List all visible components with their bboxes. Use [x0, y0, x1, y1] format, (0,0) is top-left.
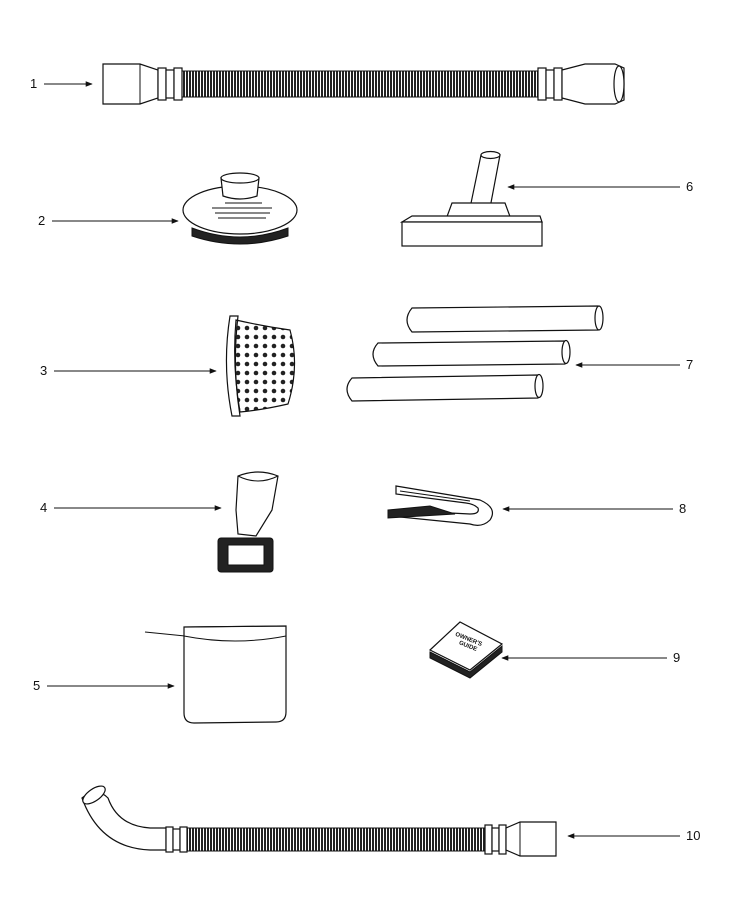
bag-body [183, 625, 287, 724]
hose-10-cuff [505, 821, 557, 857]
part-1-hose: 1 [30, 63, 625, 105]
part-4-utility-nozzle: 4 [40, 471, 279, 573]
callout-3: 3 [40, 363, 47, 378]
hose-collar-right [537, 67, 547, 101]
nozzle-base-top [399, 215, 543, 223]
part-10-hose-with-curved-end: 10 [81, 785, 700, 857]
callout-4: 4 [40, 500, 47, 515]
callout-5: 5 [33, 678, 40, 693]
filter-mesh [234, 319, 296, 413]
callout-10: 10 [686, 828, 700, 843]
nozzle-neck [469, 154, 501, 209]
callout-9: 9 [673, 650, 680, 665]
callout-8: 8 [679, 501, 686, 516]
guide-book-edge [429, 644, 503, 679]
brush-collar [220, 177, 260, 200]
wand-middle [372, 340, 570, 367]
hose-cuff-left [102, 63, 159, 105]
part-6-floor-nozzle: 6 [399, 150, 693, 247]
wand-lower [346, 374, 543, 402]
part-8-crevice-clip: 8 [387, 485, 686, 526]
part-7-extension-wands: 7 [346, 305, 693, 402]
utility-neck [235, 471, 279, 537]
hose-ribbed-section [181, 70, 539, 98]
nozzle-base [401, 221, 543, 247]
part-3-filter: 3 [40, 315, 296, 417]
hose-10-ribbed-section [186, 827, 486, 852]
hose-collar-left [157, 67, 167, 101]
hose-cuff-right [561, 63, 625, 105]
callout-1: 1 [30, 76, 37, 91]
callout-6: 6 [686, 179, 693, 194]
callout-2: 2 [38, 213, 45, 228]
callout-7: 7 [686, 357, 693, 372]
part-9-owners-guide: 9 OWNER'S GUIDE [428, 621, 680, 679]
part-2-dusting-brush: 2 [38, 172, 298, 245]
part-5-filter-bag: 5 [33, 625, 287, 724]
wand-upper [406, 305, 603, 333]
brush-bristles [191, 227, 289, 245]
guide-book-cover [428, 621, 504, 671]
